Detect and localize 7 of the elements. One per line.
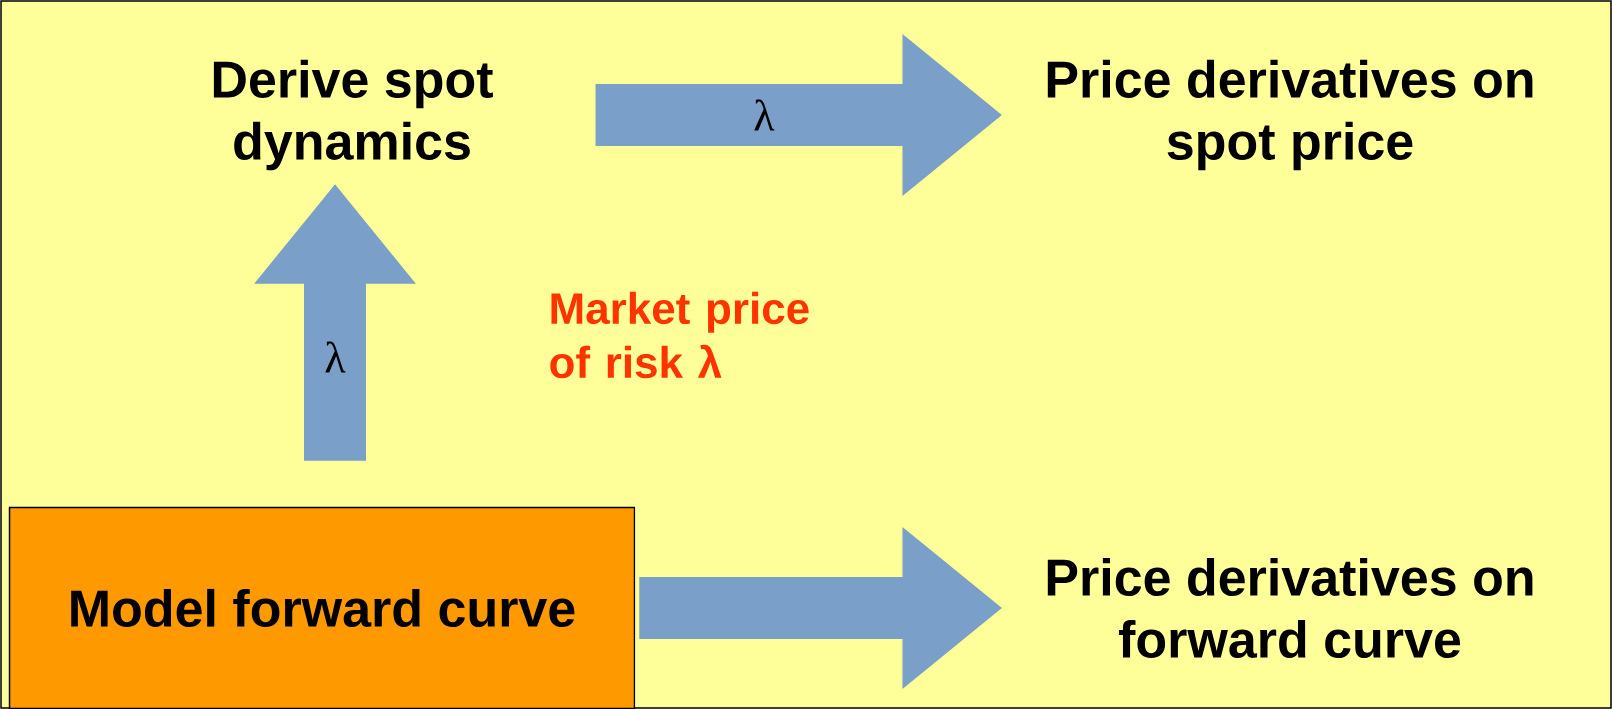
node-text: Derive spot dynamics — [213, 59, 493, 171]
process-box: Model forward curve — [8, 506, 636, 709]
annotation-text: Market price of risk λ — [550, 291, 809, 379]
edge-label: λ — [325, 341, 346, 373]
node-text: Price derivatives on spot price — [1047, 59, 1533, 171]
edge-label: λ — [754, 99, 775, 131]
node-text: Price derivatives on forward curve — [1047, 557, 1533, 659]
